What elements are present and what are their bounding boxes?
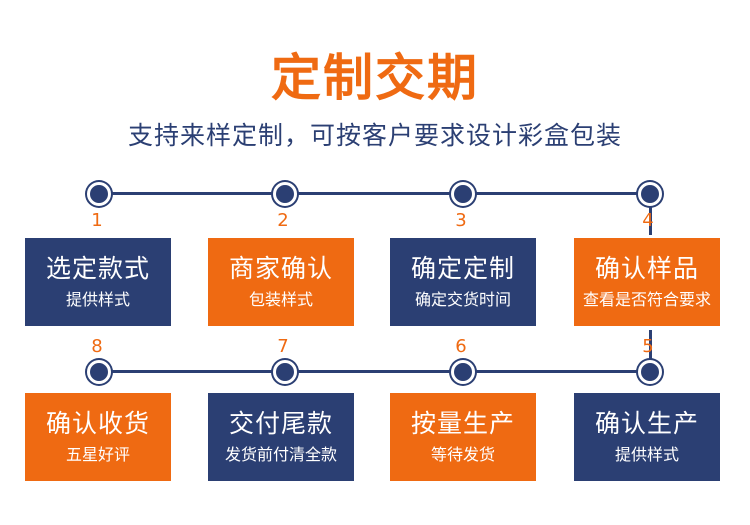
timeline-node-8 (87, 360, 111, 384)
timeline-node-6 (451, 360, 475, 384)
step-subtitle: 提供样式 (65, 289, 130, 309)
step-number: 6 (455, 336, 467, 357)
step-subtitle: 发货前付清全款 (224, 444, 337, 464)
step-box-confirm-receipt: 确认收货 五星好评 (25, 393, 171, 481)
step-number: 1 (91, 210, 103, 231)
step-subtitle: 确定交货时间 (414, 289, 511, 309)
page-title: 定制交期 (271, 49, 479, 107)
step-title: 商家确认 (228, 253, 333, 283)
step-title: 按量生产 (410, 408, 515, 438)
step-number: 7 (277, 336, 289, 357)
step-number: 3 (455, 210, 467, 231)
step-title: 确认收货 (45, 408, 150, 438)
timeline-line-bottom (97, 370, 650, 373)
step-box-confirm-production: 确认生产 提供样式 (574, 393, 720, 481)
step-number: 2 (277, 210, 289, 231)
step-subtitle: 查看是否符合要求 (582, 289, 711, 309)
step-box-final-payment: 交付尾款 发货前付清全款 (208, 393, 354, 481)
step-number: 8 (91, 336, 103, 357)
step-box-confirm-customize: 确定定制 确定交货时间 (390, 238, 536, 326)
timeline-node-7 (273, 360, 297, 384)
step-title: 确定定制 (410, 253, 515, 283)
step-title: 交付尾款 (228, 408, 333, 438)
page-subtitle: 支持来样定制，可按客户要求设计彩盒包装 (127, 121, 622, 150)
timeline-node-1 (87, 182, 111, 206)
step-subtitle: 五星好评 (65, 444, 130, 464)
step-number: 5 (642, 336, 654, 357)
timeline-node-5 (638, 360, 662, 384)
step-subtitle: 包装样式 (248, 289, 313, 309)
step-title: 确认生产 (594, 408, 699, 438)
timeline-node-4 (638, 182, 662, 206)
timeline-connector-5 (649, 330, 652, 370)
step-box-mass-production: 按量生产 等待发货 (390, 393, 536, 481)
timeline-node-2 (273, 182, 297, 206)
step-title: 选定款式 (45, 253, 150, 283)
step-box-select-style: 选定款式 提供样式 (25, 238, 171, 326)
step-box-confirm-sample: 确认样品 查看是否符合要求 (574, 238, 720, 326)
step-box-merchant-confirm: 商家确认 包装样式 (208, 238, 354, 326)
timeline-connector-4 (649, 205, 652, 235)
step-subtitle: 提供样式 (614, 444, 679, 464)
timeline-node-3 (451, 182, 475, 206)
step-title: 确认样品 (594, 253, 699, 283)
step-number: 4 (642, 210, 654, 231)
timeline-line-top (97, 192, 650, 195)
step-subtitle: 等待发货 (430, 444, 495, 464)
